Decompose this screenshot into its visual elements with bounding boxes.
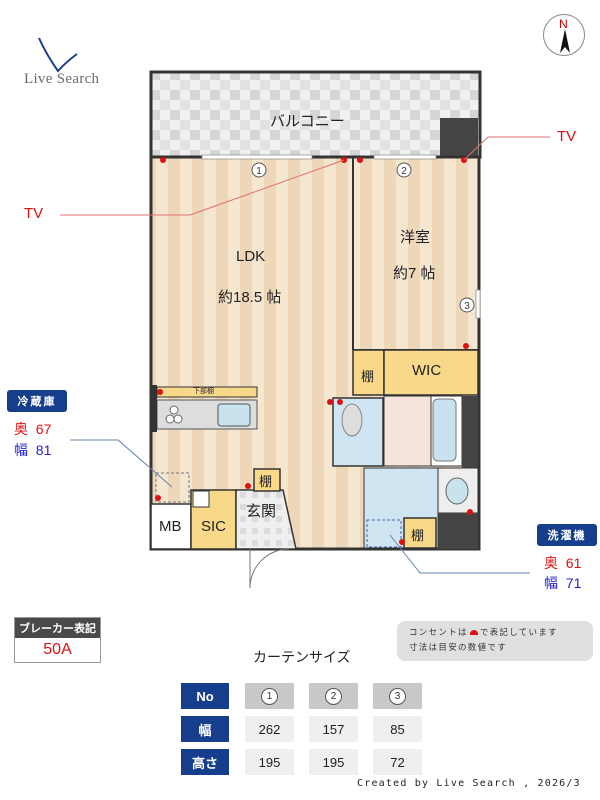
entrance-label: 玄関: [246, 503, 277, 520]
curtain-table: No 1 2 3 幅 262 157 85 高さ 195 195 72: [181, 683, 437, 782]
curtain-width-1: 262: [245, 716, 294, 742]
washer-depth-label: 奥: [544, 555, 558, 571]
balcony-label: バルコニー: [270, 113, 345, 130]
curtain-header-height: 高さ: [181, 749, 229, 775]
compass: N: [543, 14, 585, 56]
mb-label: MB: [159, 518, 182, 535]
curtain-height-2: 195: [309, 749, 358, 775]
curtain-height-3: 72: [373, 749, 422, 775]
kitchen-cabinet-label: 下部棚: [193, 387, 214, 395]
wic-label: WIC: [412, 362, 442, 379]
curtain-header-no: No: [181, 683, 229, 709]
shelf-label-2: 棚: [259, 474, 273, 489]
fridge-depth: 奥 67: [14, 419, 51, 439]
svg-text:1: 1: [256, 166, 262, 177]
circle-number-2: 2: [325, 687, 342, 705]
breaker-value: 50A: [15, 638, 100, 662]
washer-width: 幅 71: [544, 573, 581, 593]
curtain-width-2: 157: [309, 716, 358, 742]
note-box: コンセントは で表記しています 寸法は目安の数値です: [397, 621, 593, 661]
washer-badge: 洗濯機: [537, 524, 597, 546]
footer-credit: Created by Live Search , 2026/3: [357, 778, 581, 789]
sic-label: SIC: [201, 518, 227, 535]
curtain-table-title: カーテンサイズ: [253, 650, 351, 666]
fridge-depth-value: 67: [35, 421, 52, 437]
curtain-row-height: 高さ 195 195 72: [181, 749, 437, 775]
curtain-row-width: 幅 262 157 85: [181, 716, 437, 742]
ldk-name: LDK: [236, 248, 266, 265]
curtain-width-3: 85: [373, 716, 422, 742]
floor-plan: 1 2 3: [60, 70, 550, 589]
svg-text:3: 3: [464, 301, 470, 312]
note-line-1-pre: コンセントは: [409, 628, 468, 638]
shelf-label-3: 棚: [411, 528, 425, 543]
curtain-height-1: 195: [245, 749, 294, 775]
outlet-symbol-icon: [469, 630, 478, 635]
fridge-width-value: 81: [35, 442, 52, 458]
note-line-1: コンセントは で表記しています: [409, 626, 581, 641]
svg-text:2: 2: [401, 166, 407, 177]
curtain-row-no: No 1 2 3: [181, 683, 437, 709]
logo-text: Live Search: [24, 71, 100, 87]
circle-number-3: 3: [389, 687, 406, 705]
fridge-badge: 冷蔵庫: [7, 390, 67, 412]
tv-label-ldk: TV: [24, 205, 44, 222]
tv-label-western: TV: [557, 128, 577, 145]
western-room-name: 洋室: [400, 229, 431, 246]
shelf-label-1: 棚: [361, 369, 375, 384]
washer-width-label: 幅: [544, 575, 558, 591]
note-line-1-post: で表記しています: [479, 628, 558, 638]
circle-number-1: 1: [261, 687, 278, 705]
breaker-label: ブレーカー表記: [15, 618, 100, 638]
curtain-no-2: 2: [309, 683, 358, 709]
washer-depth: 奥 61: [544, 553, 581, 573]
curtain-header-width: 幅: [181, 716, 229, 742]
note-line-2: 寸法は目安の数値です: [409, 643, 508, 653]
live-search-logo-icon: [38, 37, 78, 73]
curtain-no-1: 1: [245, 683, 294, 709]
breaker-box: ブレーカー表記 50A: [14, 617, 101, 663]
washer-depth-value: 61: [565, 555, 582, 571]
ldk-size: 約18.5 帖: [218, 289, 282, 306]
fridge-width-label: 幅: [14, 442, 28, 458]
north-arrow-icon: [560, 29, 570, 53]
fridge-depth-label: 奥: [14, 421, 28, 437]
western-room-size: 約7 帖: [393, 265, 436, 282]
washer-width-value: 71: [565, 575, 582, 591]
fridge-width: 幅 81: [14, 440, 51, 460]
north-label: N: [559, 17, 568, 31]
curtain-no-3: 3: [373, 683, 422, 709]
